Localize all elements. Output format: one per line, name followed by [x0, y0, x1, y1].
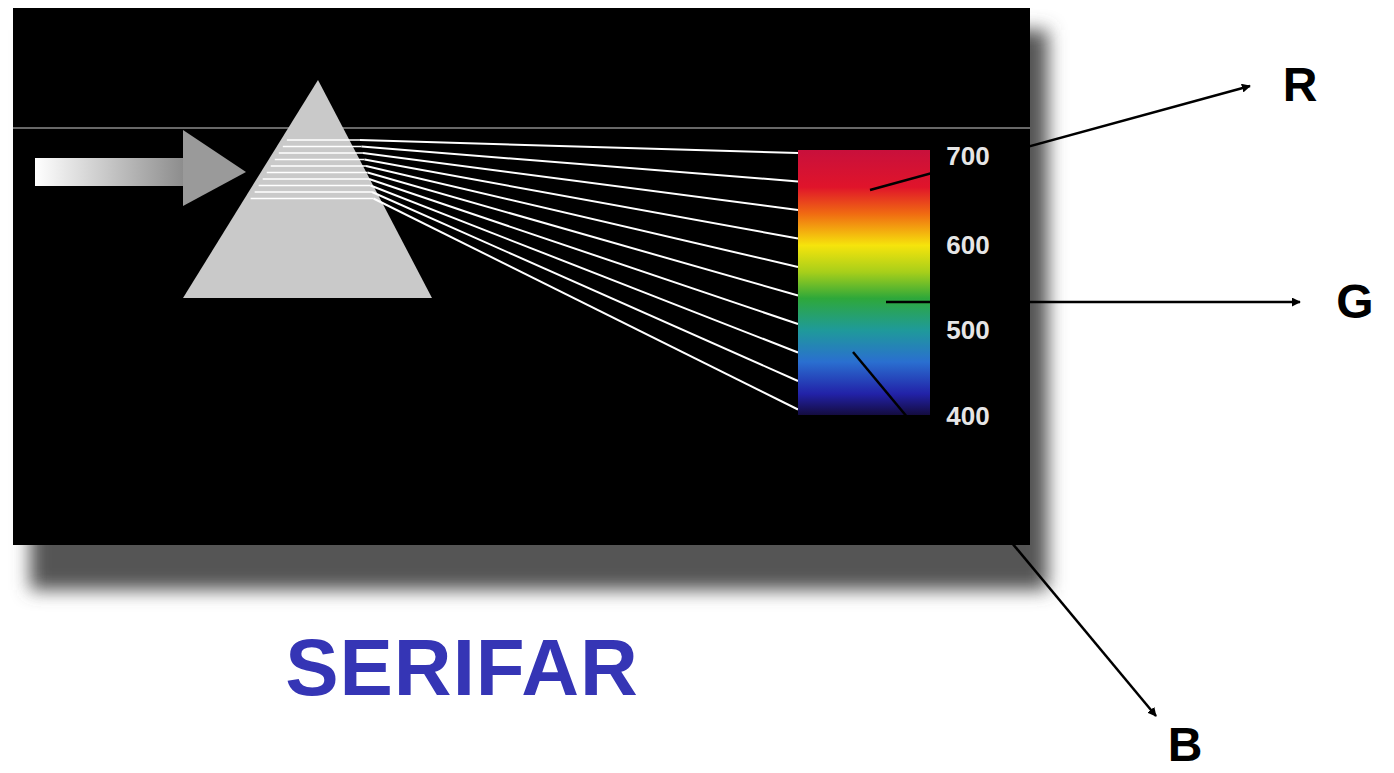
prism	[183, 80, 432, 298]
dispersed-rays	[360, 140, 798, 410]
wavelength-number: 500	[946, 317, 989, 343]
guide-line	[13, 128, 1030, 129]
light-beam	[35, 130, 246, 206]
channel-letter: R	[1283, 61, 1318, 109]
black-panel	[13, 8, 1030, 545]
wavelength-number: 600	[946, 232, 989, 258]
channel-letter: B	[1168, 721, 1203, 769]
leader-lines	[853, 86, 1300, 716]
wavelength-number: 700	[946, 143, 989, 169]
spectrum-bar	[798, 150, 930, 415]
wavelength-number: 400	[946, 403, 989, 429]
title: SERIFAR	[285, 628, 639, 708]
channel-letter: G	[1336, 278, 1373, 326]
prism-inner-light	[251, 140, 374, 199]
